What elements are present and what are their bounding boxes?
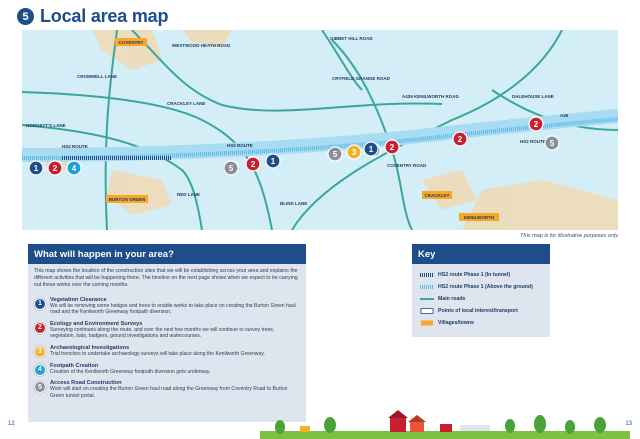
page-number-right: 13 [625,421,632,427]
svg-text:5: 5 [333,150,338,159]
page-header: 5 Local area map [17,6,168,27]
activity-number-badge: 1 [34,297,46,310]
key-row: Main roads [412,293,550,304]
built-areas [42,30,618,230]
section-badge: 5 [17,8,34,25]
marker-1: 1 [265,153,281,169]
panel-title: What will happen in your area? [28,244,306,264]
activity-description: We will be removing some hedges and tree… [50,302,296,316]
page-title: Local area map [40,6,169,26]
activity-number-badge: 4 [34,363,46,376]
key-row: HS2 route Phase 1 (Above the ground) [412,281,550,292]
marker-5: 5 [544,135,560,151]
activity-title: Vegetation Clearance [50,296,107,303]
key-label: Points of local interest/transport [438,307,518,314]
svg-text:4: 4 [72,164,77,173]
page-number-left: 12 [8,421,15,427]
key-row: Points of local interest/transport [412,305,550,316]
activity-title: Access Road Construction [50,380,122,387]
footer-illustration [260,410,630,439]
svg-text:1: 1 [369,145,374,154]
activity-number-badge: 5 [34,381,46,394]
activity-description: Trial trenches to undertake archaeology … [50,350,265,357]
marker-4: 4 [66,160,82,176]
key-row: Villages/towns [412,317,550,328]
key-label: HS2 route Phase 1 (In tunnel) [438,271,511,278]
key-label: Villages/towns [438,319,474,326]
marker-5: 5 [327,146,343,162]
road-label: CROMWELL LANE [77,74,117,79]
village-symbol [421,320,433,325]
poi-symbol [420,307,434,314]
hs2-route-label: HS2 ROUTE [520,139,546,144]
svg-text:BURTON GREEN: BURTON GREEN [109,197,145,202]
svg-text:2: 2 [251,160,256,169]
what-will-happen-panel: What will happen in your area? This map … [28,244,306,422]
road-label: WESTWOOD HEATH ROAD [172,43,231,48]
key-row: HS2 route Phase 1 (In tunnel) [412,269,550,280]
village-coventry: COVENTRY [115,38,147,46]
road-label: HODGETT'S LANE [26,123,66,128]
marker-3: 3 [346,144,362,160]
activity-description: Creation of the Kenilworth Greenway foot… [50,368,211,375]
road-label: A46 [560,113,569,118]
svg-text:3: 3 [352,148,357,157]
panel-intro: This map shows the location of the const… [34,268,298,289]
key-label: Main roads [438,295,466,302]
key-title: Key [412,244,550,264]
map-key-panel: Key HS2 route Phase 1 (In tunnel) HS2 ro… [412,244,550,337]
map-disclaimer: This map is for illustrative purposes on… [520,233,618,239]
road-label: BLIND LANE [280,201,307,206]
activity-description: Surveying continues along the route, and… [50,326,275,340]
hs2-route-label: HS2 ROUTE [227,143,253,148]
svg-text:CRACKLEY: CRACKLEY [424,193,449,198]
activity-title: Footpath Creation [50,362,99,369]
marker-2: 2 [245,156,261,172]
svg-text:KENILWORTH: KENILWORTH [464,215,494,220]
svg-text:2: 2 [458,135,463,144]
svg-text:1: 1 [271,157,276,166]
activity-number-badge: 3 [34,345,46,358]
road-symbol [420,297,434,300]
road-label: DALEHOUSE LANE [512,94,554,99]
svg-text:COVENTRY: COVENTRY [119,40,144,45]
marker-2: 2 [528,116,544,132]
marker-1: 1 [363,141,379,157]
village-kenilworth: KENILWORTH [459,213,499,221]
local-area-map: COVENTRY WESTWOOD HEATH ROAD GIBBET HILL… [22,30,618,230]
activity-title: Archaeological Investigations [50,344,130,351]
marker-2: 2 [384,139,400,155]
svg-text:5: 5 [550,139,555,148]
svg-text:1: 1 [34,164,39,173]
above-ground-symbol [420,284,434,289]
marker-2: 2 [452,131,468,147]
road-label: RED LANE [177,192,200,197]
road-label: COVENTRY ROAD [387,163,427,168]
tunnel-symbol [420,272,434,277]
marker-2: 2 [47,160,63,176]
road-label: GIBBET HILL ROAD [330,36,373,41]
hs2-route-label: HS2 ROUTE [62,144,88,149]
svg-text:2: 2 [390,143,395,152]
village-crackley: CRACKLEY [422,191,452,199]
activity-description: Work will start on creating the Burton G… [50,386,288,399]
marker-1: 1 [28,160,44,176]
svg-text:2: 2 [534,120,539,129]
road-label: CRACKLEY LANE [167,101,205,106]
marker-5: 5 [223,160,239,176]
svg-text:2: 2 [53,164,58,173]
activity-number-badge: 2 [34,321,46,334]
activity-title: Ecology and Environment Surveys [50,320,143,327]
road-label: A429 KENILWORTH ROAD [402,94,460,99]
svg-text:5: 5 [229,164,234,173]
key-label: HS2 route Phase 1 (Above the ground) [438,283,533,290]
village-burton-green: BURTON GREEN [106,195,148,203]
road-label: CRYFIELD GRANGE ROAD [332,76,391,81]
